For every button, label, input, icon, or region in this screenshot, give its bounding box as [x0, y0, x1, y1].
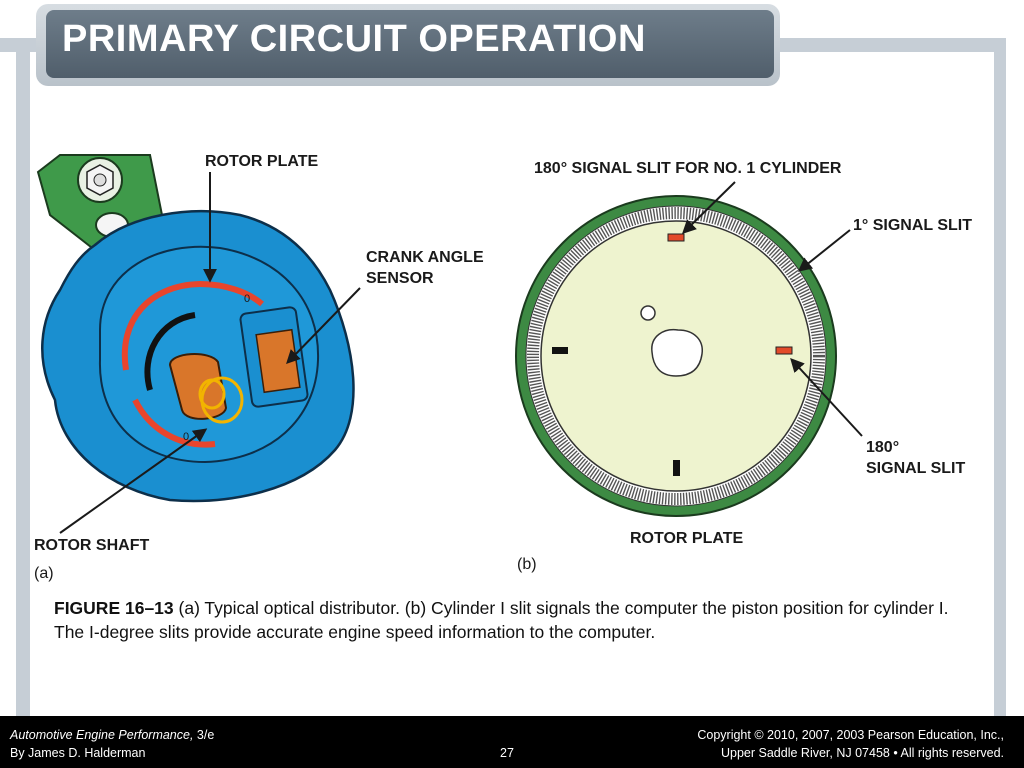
footer-copyright-line-1: Copyright © 2010, 2007, 2003 Pearson Edu… — [697, 728, 1004, 742]
rotor-plate-label-b: ROTOR PLATE — [630, 530, 744, 547]
scale-mark-zero-top: 0 — [244, 293, 250, 305]
panel-b-label: (b) — [517, 556, 537, 573]
rotor-shaft-label: ROTOR SHAFT — [34, 537, 149, 554]
one-degree-slit-ring — [527, 207, 825, 505]
panel-a-label: (a) — [34, 565, 54, 582]
slit-bottom — [673, 460, 680, 476]
scale-mark-zero-bottom: 0 — [183, 431, 189, 443]
crank-angle-sensor — [255, 328, 301, 394]
slit-180-no1-label: 180° SIGNAL SLIT FOR NO. 1 CYLINDER — [534, 160, 842, 177]
slide-frame-right — [994, 38, 1006, 718]
footer-book-title: Automotive Engine Performance, — [10, 728, 194, 742]
rotor-plate-label-a: ROTOR PLATE — [205, 153, 319, 170]
figure-caption-label: FIGURE 16–13 — [54, 598, 174, 618]
center-shaft-hole — [651, 328, 703, 377]
slit-left — [552, 347, 568, 354]
footer-copyright-line-2: Upper Saddle River, NJ 07458 • All right… — [721, 746, 1004, 760]
optical-distributor-figure: 0 0 ROTOR PLATE CRANK ANGLE SENSOR ROTOR… — [34, 153, 972, 582]
slit-180-label-line2: SIGNAL SLIT — [866, 460, 965, 477]
footer-edition: 3/e — [193, 728, 215, 742]
slit-180-no1-arrow — [682, 181, 736, 234]
crank-angle-sensor-arrow — [286, 287, 361, 365]
one-degree-slit-label: 1° SIGNAL SLIT — [853, 217, 972, 234]
rotor-plate-dark-arc — [144, 312, 196, 391]
slide-footer: Automotive Engine Performance, 3/e By Ja… — [0, 716, 1024, 768]
slit-180-no1-cylinder — [667, 233, 685, 242]
panel-a-distributor-illustration: 0 0 — [36, 154, 355, 503]
title-bar-inner — [46, 10, 774, 78]
figure-caption-text: (a) Typical optical distributor. (b) Cyl… — [54, 598, 949, 642]
rotor-plate-arc — [121, 280, 264, 371]
slit-180-label-line1: 180° — [866, 439, 899, 456]
slide-frame-left — [16, 38, 30, 718]
rotor-plate-arc-lower — [132, 398, 216, 448]
footer-book-line: Automotive Engine Performance, 3/e — [10, 728, 214, 742]
rotor-shaft — [168, 353, 228, 420]
crank-angle-sensor-label-line2: SENSOR — [366, 270, 434, 287]
rotor-shaft-arrow — [59, 428, 208, 534]
bracket-nut-hole — [93, 173, 107, 187]
distributor-inner-ring — [98, 245, 320, 464]
slide-title: PRIMARY CIRCUIT OPERATION — [62, 18, 646, 60]
figure-caption: FIGURE 16–13 (a) Typical optical distrib… — [54, 596, 974, 644]
footer-author: By James D. Halderman — [10, 746, 146, 760]
one-degree-slit-arrow — [797, 229, 851, 272]
crank-angle-sensor-label-line1: CRANK ANGLE — [366, 249, 484, 266]
small-hole — [640, 305, 656, 321]
slit-180-arrow — [790, 357, 863, 437]
footer-page-number: 27 — [500, 746, 514, 760]
rotor-shaft-ring-inner — [198, 378, 226, 410]
slit-180-right — [775, 346, 793, 355]
panel-b-rotor-plate-illustration — [515, 195, 837, 517]
